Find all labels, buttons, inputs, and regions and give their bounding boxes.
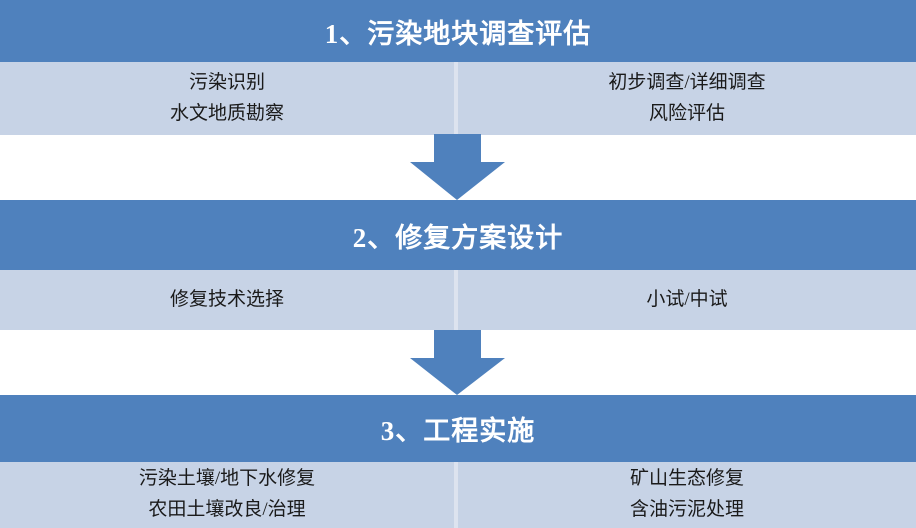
stage-3-body: 污染土壤/地下水修复 农田土壤改良/治理 矿山生态修复 含油污泥处理 (0, 462, 916, 528)
stage-1-column-left: 污染识别 水文地质勘察 (0, 62, 458, 135)
stage-2-body: 修复技术选择 小试/中试 (0, 270, 916, 330)
stage-2-title: 2、修复方案设计 (0, 200, 916, 270)
flow-stage-3: 3、工程实施 污染土壤/地下水修复 农田土壤改良/治理 矿山生态修复 含油污泥处… (0, 395, 916, 528)
stage-3-title: 3、工程实施 (0, 395, 916, 462)
stage-3-column-left: 污染土壤/地下水修复 农田土壤改良/治理 (0, 462, 458, 528)
stage-1-right-item-1: 初步调查/详细调查 (608, 71, 766, 93)
stage-3-left-item-1: 污染土壤/地下水修复 (138, 468, 316, 490)
stage-1-title: 1、污染地块调查评估 (0, 0, 916, 62)
stage-2-column-left: 修复技术选择 (0, 270, 458, 330)
stage-1-right-item-2: 风险评估 (648, 102, 725, 124)
stage-1-left-item-1: 污染识别 (188, 71, 265, 93)
down-arrow-icon (410, 330, 505, 395)
stage-3-column-right: 矿山生态修复 含油污泥处理 (458, 462, 916, 528)
stage-1-left-item-2: 水文地质勘察 (169, 102, 284, 124)
stage-3-left-item-2: 农田土壤改良/治理 (148, 499, 306, 520)
stage-2-right-item-1: 小试/中试 (646, 288, 728, 310)
flow-stage-1: 1、污染地块调查评估 污染识别 水文地质勘察 初步调查/详细调查 风险评估 (0, 0, 916, 135)
stage-1-column-right: 初步调查/详细调查 风险评估 (458, 62, 916, 135)
connector-stage2-to-stage3 (0, 330, 916, 396)
stage-1-body: 污染识别 水文地质勘察 初步调查/详细调查 风险评估 (0, 62, 916, 135)
stage-3-right-item-1: 矿山生态修复 (629, 468, 744, 490)
flow-stage-2: 2、修复方案设计 修复技术选择 小试/中试 (0, 200, 916, 330)
stage-3-right-item-2: 含油污泥处理 (629, 499, 744, 520)
stage-2-column-right: 小试/中试 (458, 270, 916, 330)
stage-2-left-item-1: 修复技术选择 (169, 288, 284, 310)
connector-stage1-to-stage2 (0, 134, 916, 201)
down-arrow-icon (410, 134, 505, 200)
